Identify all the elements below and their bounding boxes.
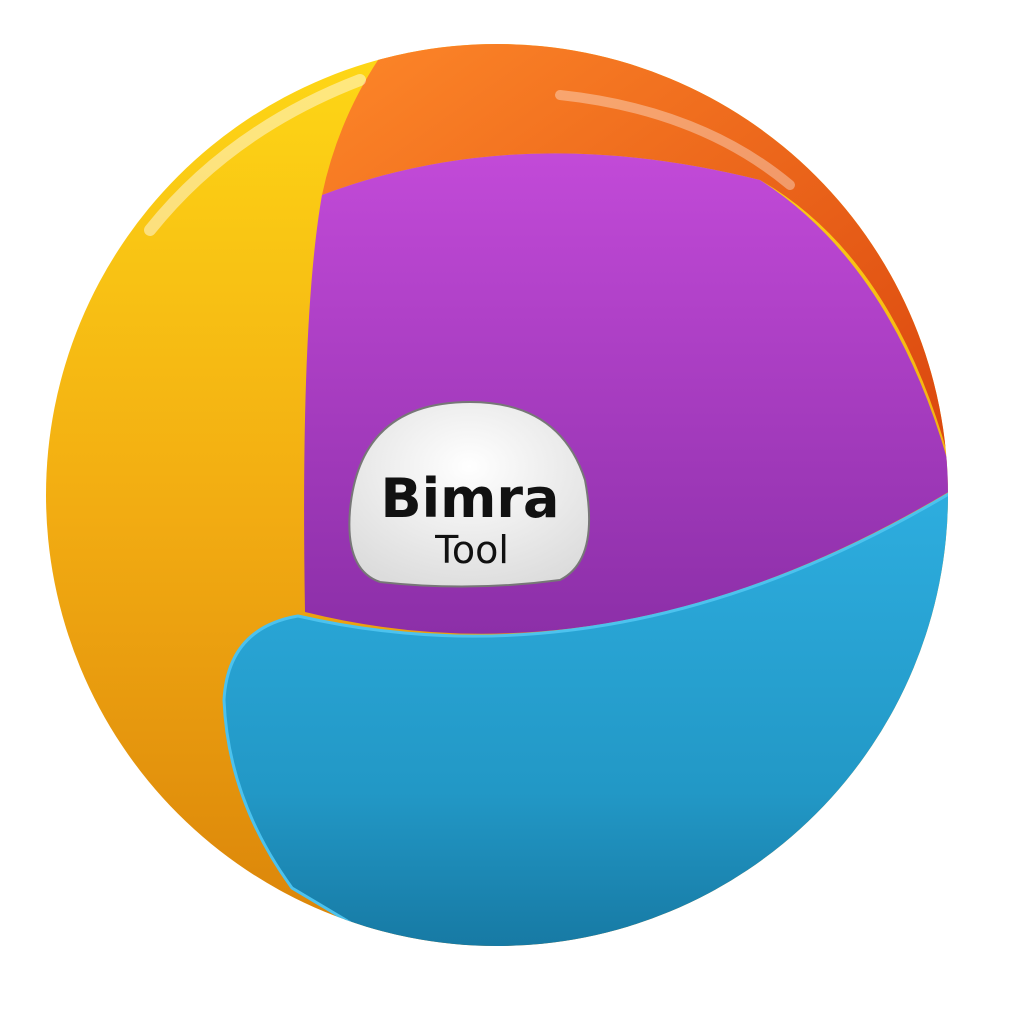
highlight: [144, 74, 366, 236]
name-badge: Bimra Tool: [348, 400, 591, 588]
logo-name-line2: Tool: [434, 528, 509, 572]
highlight: [555, 90, 795, 190]
logo-name-line1: Bimra: [380, 467, 559, 530]
